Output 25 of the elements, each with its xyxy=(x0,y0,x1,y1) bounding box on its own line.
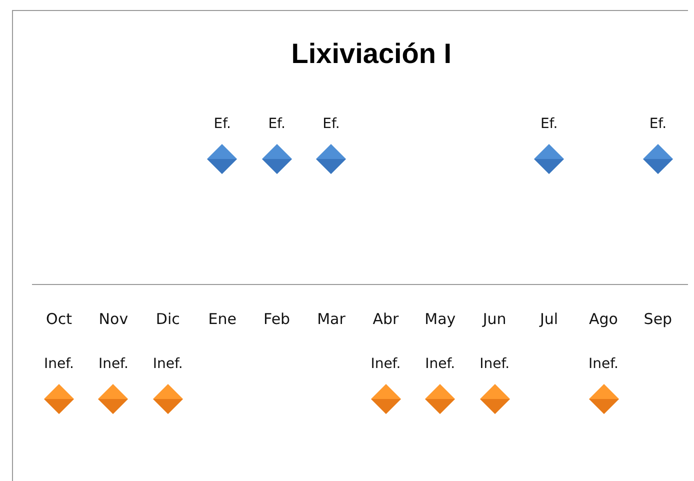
status-label: Inef. xyxy=(480,356,510,372)
status-label: Inef. xyxy=(425,356,456,372)
month-label: Jul xyxy=(540,310,558,328)
status-label: Inef. xyxy=(588,356,618,372)
month-label: Ene xyxy=(208,310,236,328)
status-label: Inef. xyxy=(370,356,401,372)
month-label: Feb xyxy=(264,310,290,328)
status-label: Ef. xyxy=(214,116,231,132)
month-label: Nov xyxy=(98,310,128,328)
status-label: Inef. xyxy=(98,356,128,372)
month-label: Jun xyxy=(482,310,506,328)
status-label: Inef. xyxy=(44,356,74,372)
month-label: Abr xyxy=(372,310,399,328)
month-label: Mar xyxy=(317,310,346,328)
month-label: Dic xyxy=(156,310,180,328)
status-label: Ef. xyxy=(649,116,667,132)
status-label: Ef. xyxy=(322,116,340,132)
chart-title: Lixiviación I xyxy=(290,38,452,70)
status-label: Ef. xyxy=(540,116,558,132)
month-label: May xyxy=(424,310,456,328)
status-label: Ef. xyxy=(268,116,286,132)
month-label: Sep xyxy=(644,310,672,328)
status-label: Inef. xyxy=(152,356,183,372)
month-label: Oct xyxy=(46,310,72,328)
month-label: Ago xyxy=(589,310,618,328)
